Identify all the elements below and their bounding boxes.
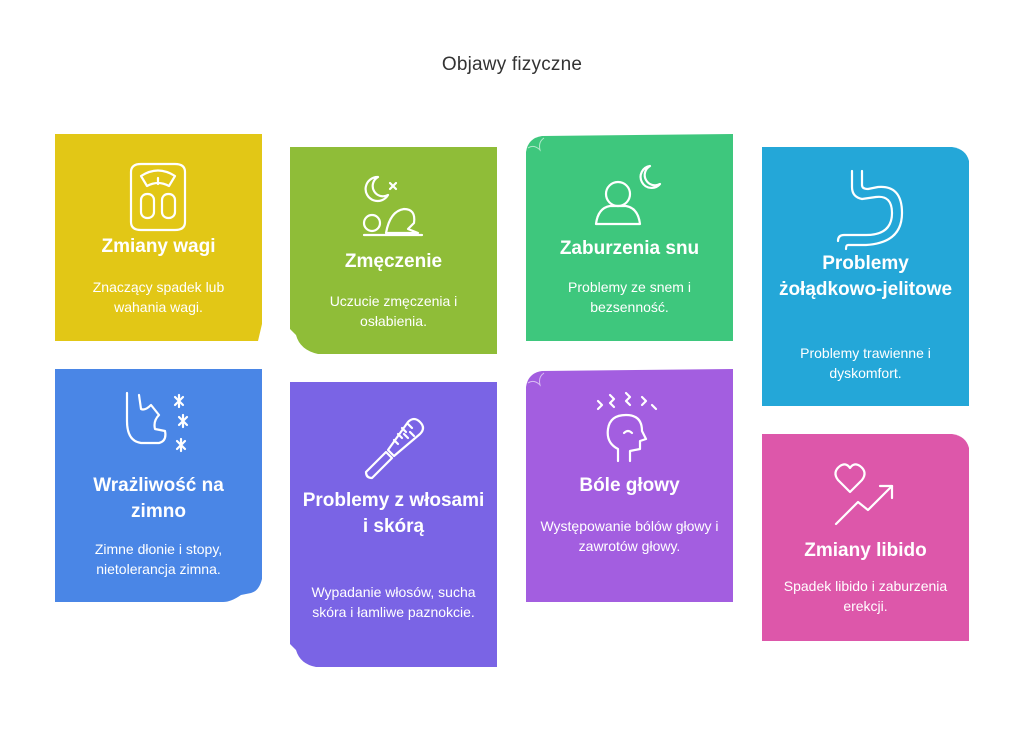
headache-icon xyxy=(596,391,658,463)
cold-hand-icon xyxy=(125,391,189,453)
card-hair-skin: Problemy z włosami i skórą Wypadanie wło… xyxy=(290,382,497,667)
person-moon-icon xyxy=(594,164,662,226)
card-weight-changes: Zmiany wagi Znaczący spadek lub wahania … xyxy=(55,134,262,341)
card-description: Problemy trawienne i dyskomfort. xyxy=(800,345,931,381)
card-title: Zmiany wagi xyxy=(101,236,216,257)
card-title: Problemy żołądkowo-jelitowe xyxy=(778,253,953,300)
card-background xyxy=(762,434,969,641)
card-title: Zmiany libido xyxy=(804,540,927,561)
card-description: Zimne dłonie i stopy, nietolerancja zimn… xyxy=(94,541,223,577)
page-title: Objawy fizyczne xyxy=(441,54,583,75)
card-headaches: Bóle głowy Występowanie bólów głowy i za… xyxy=(526,369,733,602)
card-sleep-disorders: Zaburzenia snu Problemy ze snem i bezsen… xyxy=(526,134,733,341)
card-description: Uczucie zmęczenia i osłabienia. xyxy=(329,293,458,329)
card-description: Wypadanie włosów, sucha skóra i łamliwe … xyxy=(311,584,476,620)
card-background xyxy=(526,134,733,341)
tired-person-icon xyxy=(362,175,424,237)
card-description: Spadek libido i zaburzenia erekcji. xyxy=(783,578,948,614)
card-gastrointestinal: Problemy żołądkowo-jelitowe Problemy tra… xyxy=(762,147,969,406)
card-title: Bóle głowy xyxy=(579,475,680,496)
card-description: Występowanie bólów głowy i zawrotów głow… xyxy=(540,518,719,554)
stomach-icon xyxy=(836,169,904,251)
card-title: Problemy z włosami i skórą xyxy=(302,490,485,537)
card-background xyxy=(526,369,733,602)
card-background xyxy=(55,134,262,341)
card-description: Znaczący spadek lub wahania wagi. xyxy=(92,279,225,315)
scale-icon xyxy=(129,162,187,232)
card-background xyxy=(762,147,969,406)
card-description: Problemy ze snem i bezsenność. xyxy=(568,279,691,315)
card-cold-sensitivity: Wrażliwość na zimno Zimne dłonie i stopy… xyxy=(55,369,262,602)
card-fatigue: Zmęczenie Uczucie zmęczenia i osłabienia… xyxy=(290,147,497,354)
card-background xyxy=(290,147,497,354)
heart-arrow-icon xyxy=(834,463,894,526)
card-background xyxy=(290,382,497,667)
hairbrush-icon xyxy=(364,417,425,480)
card-title: Zmęczenie xyxy=(344,251,443,272)
card-background xyxy=(55,369,262,602)
card-title: Wrażliwość na zimno xyxy=(93,475,224,522)
card-title: Zaburzenia snu xyxy=(559,238,700,259)
card-libido-changes: Zmiany libido Spadek libido i zaburzenia… xyxy=(762,434,969,641)
